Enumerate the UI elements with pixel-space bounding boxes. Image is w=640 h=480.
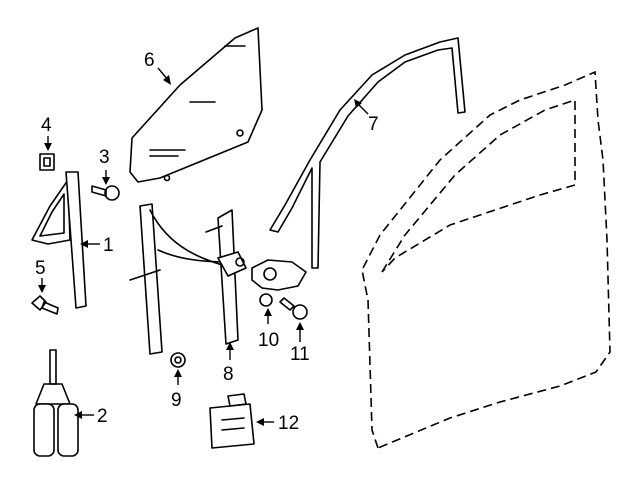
callout-6: 6 (144, 50, 155, 71)
callout-12: 12 (278, 413, 299, 434)
callout-4: 4 (41, 115, 52, 136)
callout-3: 3 (99, 147, 110, 168)
screw-part-11 (279, 297, 308, 320)
quarter-glass (31, 171, 87, 309)
callout-8: 8 (223, 364, 234, 385)
touch-up-paint (33, 349, 79, 457)
window-regulator (129, 203, 247, 355)
run-channel (269, 37, 466, 269)
leader-arrows (38, 67, 369, 426)
callout-7: 7 (368, 114, 379, 135)
screw-part-3 (91, 185, 120, 201)
callout-1: 1 (103, 235, 114, 256)
callout-5: 5 (35, 258, 46, 279)
control-module (209, 393, 255, 449)
callout-2: 2 (97, 406, 108, 427)
callout-11: 11 (290, 344, 310, 365)
door-glass (129, 27, 263, 183)
callout-10: 10 (258, 330, 279, 351)
window-motor (251, 259, 307, 307)
door-outline (361, 70, 611, 450)
callout-9: 9 (171, 390, 182, 411)
clip-part (39, 153, 55, 171)
callout-labels: 1 2 3 4 5 6 7 8 9 10 11 12 (35, 50, 379, 434)
nut-part-9 (170, 352, 186, 368)
bolt-part-5 (31, 295, 59, 315)
